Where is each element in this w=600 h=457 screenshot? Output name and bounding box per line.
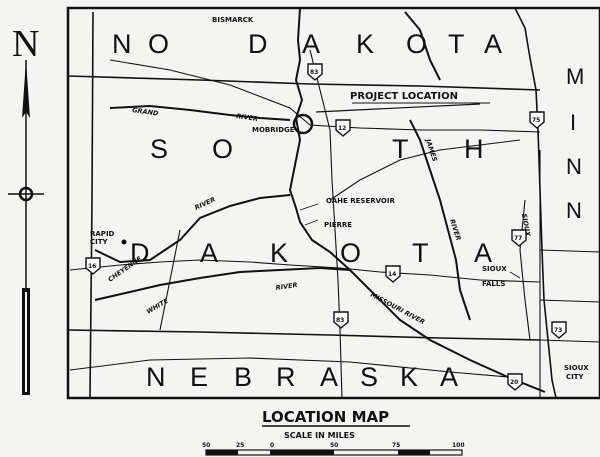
svg-text:K: K xyxy=(356,29,375,59)
scale-tick: 100 xyxy=(452,442,465,449)
city-sioux-city-2: CITY xyxy=(566,373,585,381)
svg-text:O: O xyxy=(212,134,234,164)
svg-text:O: O xyxy=(340,238,362,268)
svg-text:A: A xyxy=(200,238,219,268)
svg-text:14: 14 xyxy=(388,271,396,278)
scale-label: SCALE IN MILES xyxy=(284,431,355,440)
svg-text:H: H xyxy=(464,134,485,164)
svg-text:N: N xyxy=(146,362,167,392)
svg-text:E: E xyxy=(190,362,209,392)
river-label-grand: GRAND xyxy=(132,106,160,118)
city-sioux-city-1: SIOUX xyxy=(564,364,589,372)
river-label-missouri: MISSOURI RIVER xyxy=(369,291,426,326)
svg-text:T: T xyxy=(412,238,430,268)
svg-text:83: 83 xyxy=(336,317,344,324)
svg-text:D: D xyxy=(130,238,151,268)
svg-text:A: A xyxy=(474,238,493,268)
city-pierre: PIERRE xyxy=(324,221,352,229)
svg-text:R: R xyxy=(276,362,297,392)
highway-shield-83-south: 83 xyxy=(333,311,349,329)
label-south-dakota-top: S O T H xyxy=(150,134,485,164)
highway-shield-83-north: 83 xyxy=(307,63,323,81)
svg-text:I: I xyxy=(570,110,576,135)
city-sioux-falls-2: FALLS xyxy=(482,280,505,288)
highway-shield-16: 16 xyxy=(85,257,101,275)
map-title: LOCATION MAP xyxy=(262,408,389,426)
svg-text:N: N xyxy=(566,198,582,223)
highway-shield-12: 12 xyxy=(335,119,351,137)
svg-text:S: S xyxy=(360,362,379,392)
city-mobridge: MOBRIDGE xyxy=(252,126,295,134)
label-nebraska: N E B R A S K A xyxy=(146,362,459,392)
svg-text:A: A xyxy=(320,362,339,392)
highway-shields: 83 12 14 16 83 77 75 73 xyxy=(85,63,567,391)
svg-text:O: O xyxy=(406,29,428,59)
river-label-white-2: RIVER xyxy=(275,281,298,292)
river-label-white: WHITE xyxy=(145,297,170,316)
svg-text:16: 16 xyxy=(88,263,96,270)
svg-text:N: N xyxy=(112,29,133,59)
svg-text:A: A xyxy=(440,362,459,392)
svg-text:20: 20 xyxy=(510,379,518,386)
highway-shield-75: 75 xyxy=(529,111,545,129)
svg-text:S: S xyxy=(150,134,169,164)
oahe-reservoir-label: OAHE RESERVOIR xyxy=(326,197,395,205)
svg-text:12: 12 xyxy=(338,125,346,132)
highway-shield-20: 20 xyxy=(507,373,523,391)
svg-text:A: A xyxy=(484,29,503,59)
project-location-label: PROJECT LOCATION xyxy=(350,91,458,102)
svg-text:73: 73 xyxy=(554,327,562,334)
scale-tick: 25 xyxy=(236,442,244,449)
highway-shield-14: 14 xyxy=(385,265,401,283)
svg-text:K: K xyxy=(270,238,289,268)
map-frame xyxy=(66,6,600,400)
highway-shield-77: 77 xyxy=(511,229,527,247)
scale-bar: 50 25 0 50 75 100 xyxy=(202,442,465,456)
rivers xyxy=(94,7,546,393)
svg-text:83: 83 xyxy=(310,69,318,76)
svg-text:75: 75 xyxy=(532,117,540,124)
city-bismarck: BISMARCK xyxy=(212,16,254,24)
project-location-marker-icon xyxy=(292,113,314,135)
city-rapid-1: RAPID xyxy=(90,230,115,238)
city-sioux-falls-1: SIOUX xyxy=(482,265,507,273)
scale-tick: 50 xyxy=(202,442,210,449)
city-dot-icon xyxy=(121,239,127,245)
svg-text:77: 77 xyxy=(514,235,522,242)
state-boundaries xyxy=(67,7,557,399)
river-label-grand-2: RIVER xyxy=(236,112,259,123)
north-letter: N xyxy=(12,23,39,65)
svg-text:A: A xyxy=(302,29,321,59)
north-arrow: N xyxy=(8,23,44,395)
label-minnesota: M I N N xyxy=(566,64,584,223)
svg-text:O: O xyxy=(148,29,170,59)
scale-tick: 75 xyxy=(392,442,400,449)
highway-shield-73: 73 xyxy=(551,321,567,339)
scale-tick: 0 xyxy=(270,442,274,449)
svg-text:T: T xyxy=(448,29,466,59)
label-north-dakota: N O D A K O T A xyxy=(112,29,503,59)
svg-text:M: M xyxy=(566,64,584,89)
scale-tick: 50 xyxy=(330,442,338,449)
svg-text:D: D xyxy=(248,29,269,59)
north-arrow-head-icon xyxy=(22,60,30,118)
svg-text:N: N xyxy=(566,154,582,179)
svg-text:K: K xyxy=(400,362,419,392)
river-label-cheyenne-2: RIVER xyxy=(193,195,216,212)
city-rapid-2: CITY xyxy=(90,238,109,246)
svg-text:T: T xyxy=(392,134,410,164)
svg-text:B: B xyxy=(234,362,253,392)
label-south-dakota-bottom: D A K O T A xyxy=(130,238,493,268)
